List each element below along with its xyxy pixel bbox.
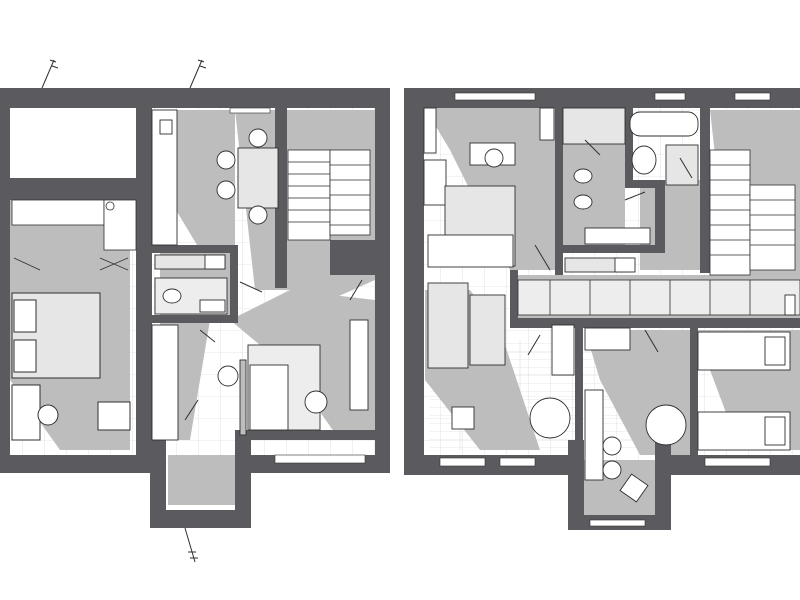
chair-icon <box>248 128 268 148</box>
window-icon <box>229 107 271 114</box>
north-arrow-icon <box>679 157 693 179</box>
north-arrow-icon <box>527 334 541 356</box>
north-arrow-icon <box>644 329 659 353</box>
ground-stairs <box>287 149 371 241</box>
chair-icon <box>451 406 475 430</box>
upper-guest-room <box>697 294 796 451</box>
sink-icon <box>159 119 173 135</box>
north-arrow-icon <box>184 527 198 563</box>
toilet-icon <box>573 194 593 210</box>
ground-storage-room <box>10 108 136 178</box>
window-icon <box>439 457 486 467</box>
chair-icon <box>484 148 504 168</box>
chair-icon <box>619 473 649 503</box>
upper-floor-windows <box>439 92 771 527</box>
upper-study-room <box>584 327 687 503</box>
upper-floor-plan <box>404 88 800 530</box>
north-arrow-icon <box>199 329 216 343</box>
window-icon <box>704 457 771 467</box>
north-arrow-icon <box>189 59 207 89</box>
table-icon <box>97 401 131 431</box>
ground-bed <box>11 292 131 441</box>
window-icon <box>734 92 771 101</box>
north-arrow-icon <box>584 139 601 156</box>
upper-floor-walls <box>404 88 800 530</box>
window-icon <box>454 92 536 101</box>
window-icon <box>274 454 366 464</box>
sofa-icon <box>249 364 289 431</box>
wardrobe <box>11 199 137 271</box>
upper-hallway <box>517 279 800 316</box>
ground-north-arrows <box>41 59 363 563</box>
chair-icon <box>602 436 622 456</box>
kitchen <box>151 109 279 270</box>
chair-icon <box>216 180 236 200</box>
window-icon <box>589 519 646 527</box>
chair-icon <box>602 460 622 480</box>
north-arrow-icon <box>349 279 363 301</box>
ground-floor-walls <box>0 88 390 528</box>
chair-icon <box>216 150 236 170</box>
window-icon <box>654 92 686 101</box>
toilet-icon <box>573 168 593 184</box>
upper-north-arrows <box>527 139 693 356</box>
chair-icon <box>248 205 268 225</box>
ground-floor-plan <box>0 59 390 563</box>
north-arrow-icon <box>534 244 551 271</box>
stove-icon <box>204 254 226 270</box>
ground-wc <box>154 277 228 315</box>
bathtub-icon <box>629 111 699 137</box>
table-icon <box>304 390 328 414</box>
shower-icon <box>665 144 699 186</box>
north-arrow-icon <box>624 191 646 201</box>
ground-floor-windows <box>229 107 366 464</box>
living-room <box>151 319 369 441</box>
sink-icon <box>631 145 657 175</box>
toilet-icon <box>162 288 182 304</box>
stove-icon <box>614 257 636 273</box>
shower-icon <box>105 201 115 211</box>
north-arrow-icon <box>184 399 199 421</box>
stairs-icon <box>709 149 751 276</box>
north-arrow-icon <box>41 59 59 89</box>
table-icon <box>529 397 571 439</box>
chair-icon <box>37 404 59 426</box>
table-icon <box>237 147 279 209</box>
upper-kids-room <box>427 282 575 439</box>
table-icon <box>645 404 687 446</box>
stairs-icon <box>287 149 331 241</box>
window-icon <box>499 457 536 467</box>
upper-bedroom <box>423 107 555 268</box>
bed-icon <box>427 282 469 369</box>
north-arrow-icon <box>239 281 263 293</box>
upper-stairs <box>709 149 796 276</box>
upper-bathroom <box>562 107 699 273</box>
